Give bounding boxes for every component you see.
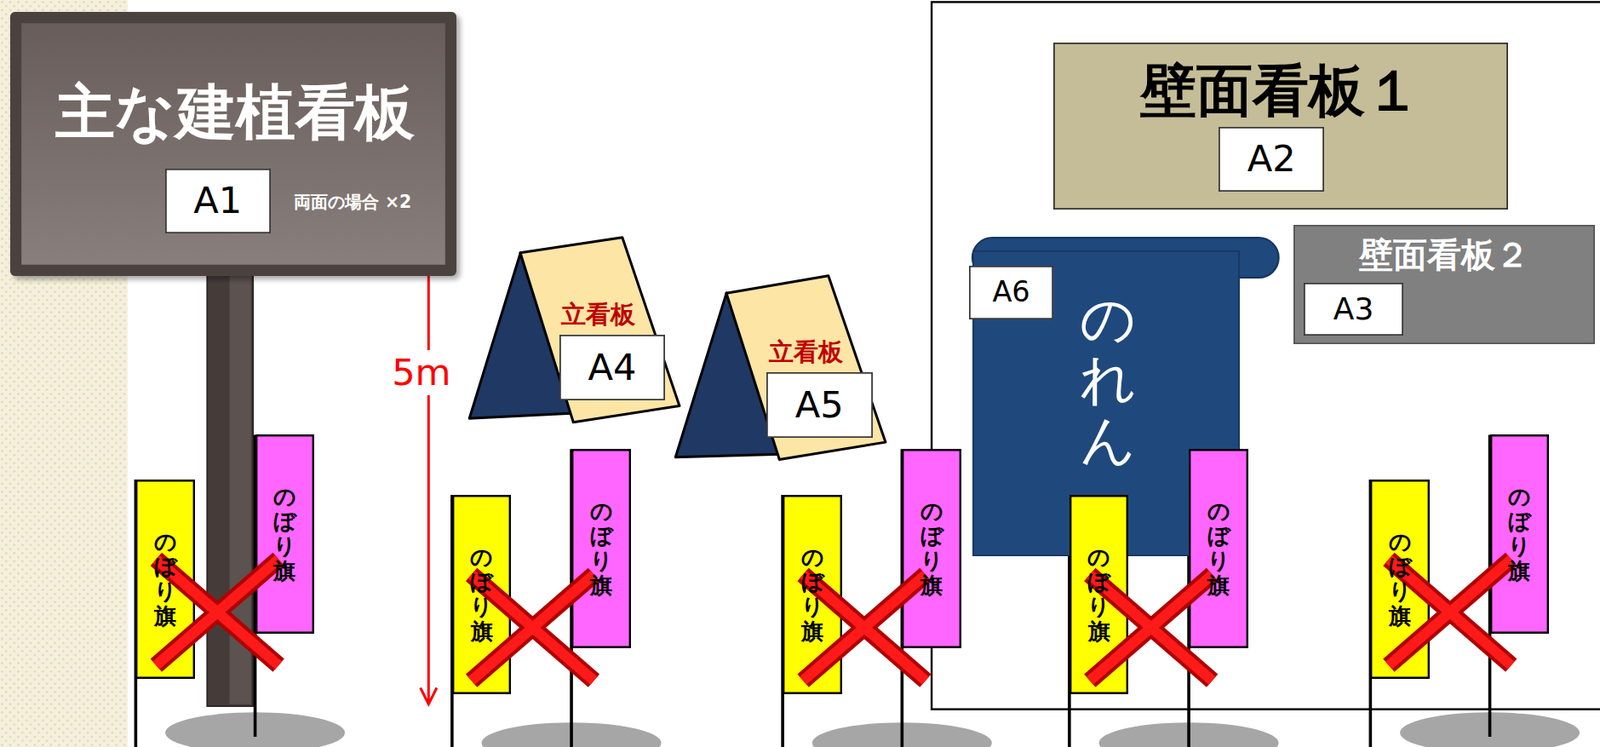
building-wall [931, 1, 1600, 709]
text-slot: のぼり旗 [1069, 494, 1130, 694]
text-slot: A4 [559, 334, 666, 401]
a-code-box: A5 [766, 372, 873, 438]
nobori-flag: のぼり旗 [1490, 434, 1550, 634]
a-code: A4 [588, 346, 637, 390]
nobori-flag: のぼり旗 [571, 448, 631, 649]
text-slot: A1 [165, 168, 270, 235]
nobori-flag: のぼり旗 [782, 494, 843, 694]
a-code-box: A3 [1303, 282, 1403, 336]
a-code: A1 [193, 179, 242, 223]
text-slot: のぼり旗 [782, 494, 843, 694]
nobori-flag: のぼり旗 [452, 494, 512, 694]
nobori-flag: のぼり旗 [901, 448, 962, 649]
a-code: A2 [1247, 137, 1297, 181]
flag-text: のぼり旗 [1207, 498, 1230, 598]
flag-text: のぼり旗 [1508, 484, 1531, 584]
flag-text: のぼり旗 [801, 544, 824, 644]
text-slot: A5 [766, 372, 873, 438]
text-slot: のぼり旗 [1370, 479, 1430, 679]
text-slot: のぼり旗 [255, 434, 316, 634]
panel-title: 立看板 [768, 338, 844, 367]
panel-title: 立看板 [561, 300, 636, 329]
flag-text: のぼり旗 [920, 498, 943, 598]
panel-outline [520, 237, 680, 423]
a-code-box: A6 [969, 265, 1053, 321]
wall-sign: 壁面看板２A3 [1293, 224, 1595, 345]
a-code: A5 [795, 384, 844, 427]
a-code-box: A1 [165, 168, 270, 235]
text-slot: A3 [1303, 282, 1403, 336]
text-slot: のぼり旗 [1490, 434, 1550, 634]
sign-pole [206, 267, 253, 706]
text-slot: 立看板 [546, 296, 649, 333]
flag-text: のぼり旗 [1087, 544, 1110, 644]
text-slot: A6 [969, 265, 1053, 321]
wall-sign-title: 壁面看板１ [1140, 58, 1422, 124]
text-slot: のぼり旗 [571, 448, 631, 649]
tate-kanban-panel: 立看板 A4 [515, 233, 685, 428]
wall-sign-title: 壁面看板２ [1359, 235, 1530, 275]
text-slot: 壁面看板１ [1066, 56, 1495, 126]
text-slot: 壁面看板２ [1311, 232, 1578, 279]
ground-shadows [165, 711, 1580, 747]
dimension-label: 5m [388, 349, 454, 396]
wall-sign: 壁面看板１A2 [1053, 42, 1509, 209]
sign-title: 主な建植看板 [55, 78, 415, 147]
cross-mark [155, 559, 1511, 682]
a-code-box: A4 [559, 334, 666, 401]
text-slot: 主な建植看板 [25, 71, 444, 154]
flag-poles [135, 434, 1490, 747]
panel-outline [726, 275, 886, 460]
flag-text: のぼり旗 [1388, 529, 1411, 629]
flag-text: のぼり旗 [154, 529, 177, 629]
a-code-box: A2 [1218, 126, 1325, 193]
flag-text: のぼり旗 [470, 544, 493, 644]
a-code: A6 [992, 275, 1030, 310]
text-slot: のぼり旗 [452, 494, 512, 694]
text-slot: のれん [1071, 281, 1143, 478]
tate-kanban-panel: 立看板 A5 [721, 271, 891, 466]
text-slot: のぼり旗 [135, 479, 195, 679]
nobori-flag: のぼり旗 [135, 479, 195, 679]
flag-text: のぼり旗 [590, 498, 613, 598]
nobori-flag: のぼり旗 [1370, 479, 1430, 679]
nobori-flag: のぼり旗 [255, 434, 316, 634]
text-slot: 両面の場合 ×2 [288, 173, 417, 231]
text-slot: のぼり旗 [1188, 448, 1249, 649]
main-sign-board: 主な建植看板両面の場合 ×2 A1 [10, 11, 457, 276]
nobori-flag: のぼり旗 [1069, 494, 1130, 694]
text-slot: のぼり旗 [901, 448, 962, 649]
text-slot: 立看板 [755, 333, 858, 371]
sign-note: 両面の場合 ×2 [293, 192, 412, 213]
flag-text: のぼり旗 [273, 484, 296, 584]
noren-text: のれん [1079, 288, 1136, 471]
text-slot: A2 [1218, 126, 1325, 193]
nobori-flag: のぼり旗 [1188, 448, 1249, 649]
a-code: A3 [1333, 291, 1374, 327]
text-slot: 5m [384, 349, 460, 396]
